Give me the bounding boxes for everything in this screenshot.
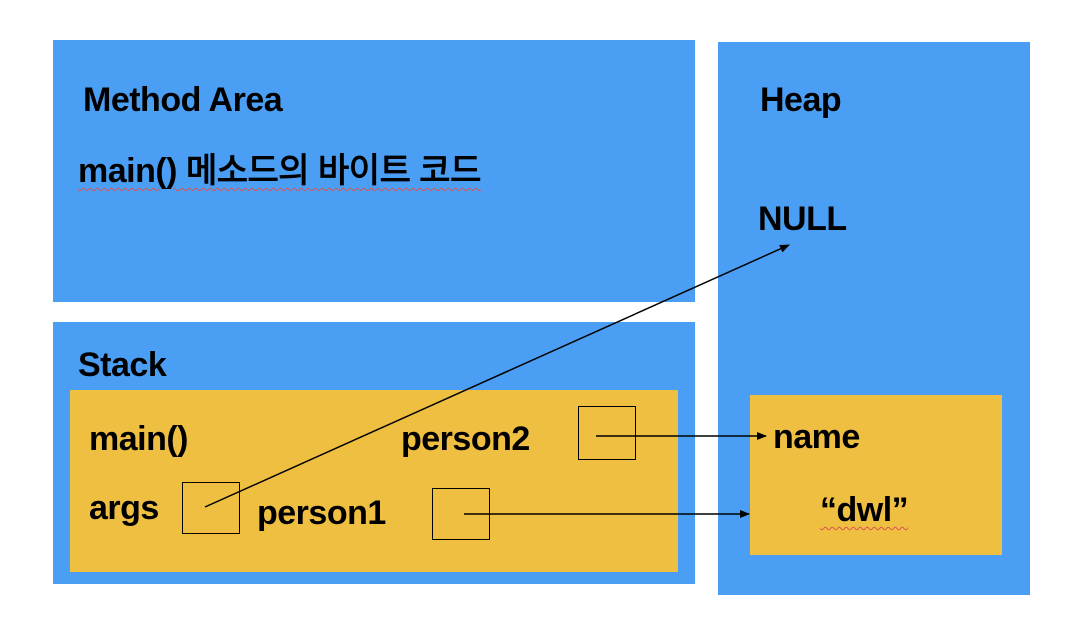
method-area-code-label: main() 메소드의 바이트 코드: [78, 154, 481, 188]
var-args-label: args: [89, 489, 159, 527]
main-method-text: main(): [78, 152, 178, 190]
person2-reference-box: [578, 406, 636, 460]
var-person1-label: person1: [257, 494, 386, 532]
heap-title: Heap: [760, 81, 842, 119]
args-reference-box: [182, 482, 240, 534]
stack-title: Stack: [78, 346, 167, 384]
frame-method-name: main(): [89, 420, 189, 458]
bytecode-text: 메소드의 바이트 코드: [177, 152, 481, 190]
var-person2-label: person2: [401, 420, 530, 458]
null-label: NULL: [758, 200, 847, 238]
heap-object-dwl: name “dwl”: [750, 395, 1002, 555]
object-field-value: “dwl”: [820, 491, 909, 529]
method-area-title: Method Area: [83, 81, 283, 119]
method-area: Method Area main() 메소드의 바이트 코드: [53, 40, 695, 302]
object-field-name: name: [773, 418, 860, 456]
person1-reference-box: [432, 488, 490, 540]
